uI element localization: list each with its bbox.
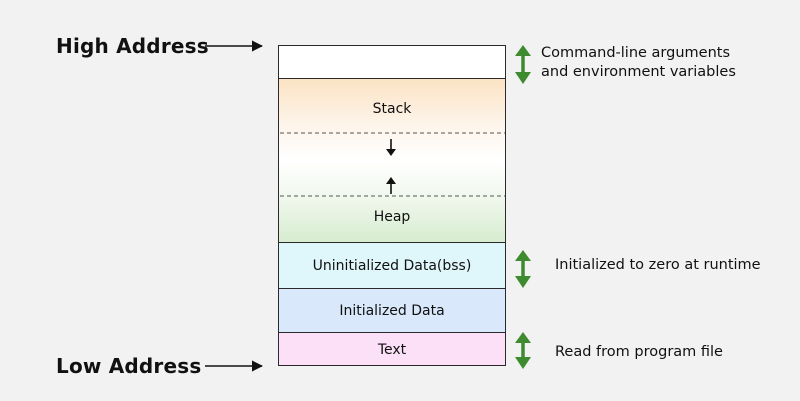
- initialized-data-label: Initialized Data: [339, 302, 445, 319]
- text-label: Text: [377, 342, 407, 358]
- text-segment: Text: [279, 333, 505, 365]
- stack-label: Stack: [372, 101, 412, 117]
- bss-double-arrow-icon: [515, 250, 531, 288]
- bss-label: Uninitialized Data(bss): [312, 257, 472, 274]
- high-address-label: High Address: [56, 34, 209, 58]
- args-env-description: Command-line arguments and environment v…: [541, 44, 736, 82]
- args-env-segment: [279, 46, 505, 79]
- stack-heap-segment: Stack Heap: [279, 79, 505, 243]
- bss-description: Initialized to zero at runtime: [555, 257, 761, 273]
- low-address-label: Low Address: [56, 354, 202, 378]
- args-double-arrow-icon: [515, 45, 531, 84]
- initialized-data-segment: Initialized Data: [279, 289, 505, 333]
- text-description: Read from program file: [555, 344, 723, 360]
- heap-label: Heap: [373, 209, 411, 225]
- memory-column: Stack Heap Uninitialized Data(bss) Initi…: [278, 45, 506, 366]
- heap-growth-up-arrow: [386, 177, 396, 194]
- args-description-line1: Command-line arguments: [541, 45, 730, 61]
- args-description-line2: and environment variables: [541, 64, 736, 80]
- text-double-arrow-icon: [515, 332, 531, 369]
- stack-growth-down-arrow: [386, 139, 396, 156]
- bss-segment: Uninitialized Data(bss): [279, 243, 505, 289]
